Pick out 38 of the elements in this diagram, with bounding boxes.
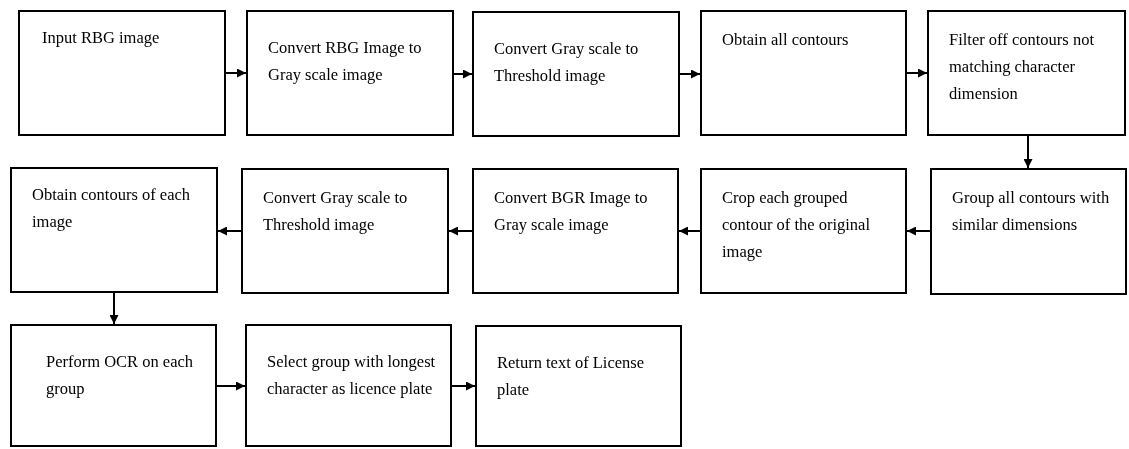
process-box: [700, 168, 907, 294]
process-box: [475, 325, 682, 447]
arrow: [109, 292, 119, 325]
process-box: [930, 168, 1127, 295]
arrow: [225, 68, 247, 78]
process-box: [18, 10, 226, 136]
arrow: [448, 226, 473, 236]
step-text: Select group with longest character as licence plate: [267, 351, 437, 400]
process-box: [927, 10, 1126, 136]
step-text: Obtain all contours: [722, 29, 850, 51]
process-box: [241, 168, 449, 294]
step-text: Convert Gray scale to Threshold image: [263, 187, 409, 236]
step-text: Filter off contours not matching character dimension: [949, 29, 1095, 105]
process-box: [472, 168, 679, 294]
arrow: [217, 226, 242, 236]
arrow: [906, 68, 928, 78]
process-box: [10, 167, 218, 293]
step-text: Crop each grouped contour of the original image: [722, 187, 871, 263]
process-box: [245, 324, 452, 447]
arrow: [1023, 135, 1033, 169]
step-text: Convert Gray scale to Threshold image: [494, 38, 640, 87]
process-box: [700, 10, 907, 136]
arrow: [678, 226, 701, 236]
step-text: Convert RBG Image to Gray scale image: [268, 37, 423, 86]
step-text: Return text of License plate: [497, 352, 646, 401]
arrow: [906, 226, 931, 236]
arrow: [451, 381, 476, 391]
step-text: Group all contours with similar dimensions: [952, 187, 1111, 236]
process-box: [246, 10, 454, 136]
step-text: Convert BGR Image to Gray scale image: [494, 187, 649, 236]
step-text: Input RBG image: [42, 27, 161, 49]
process-box: [472, 11, 680, 137]
arrow: [453, 69, 473, 79]
arrow: [216, 381, 246, 391]
step-text: Perform OCR on each group: [46, 351, 195, 400]
step-text: Obtain contours of each image: [32, 184, 192, 233]
process-box: [10, 324, 217, 447]
arrow: [679, 69, 701, 79]
